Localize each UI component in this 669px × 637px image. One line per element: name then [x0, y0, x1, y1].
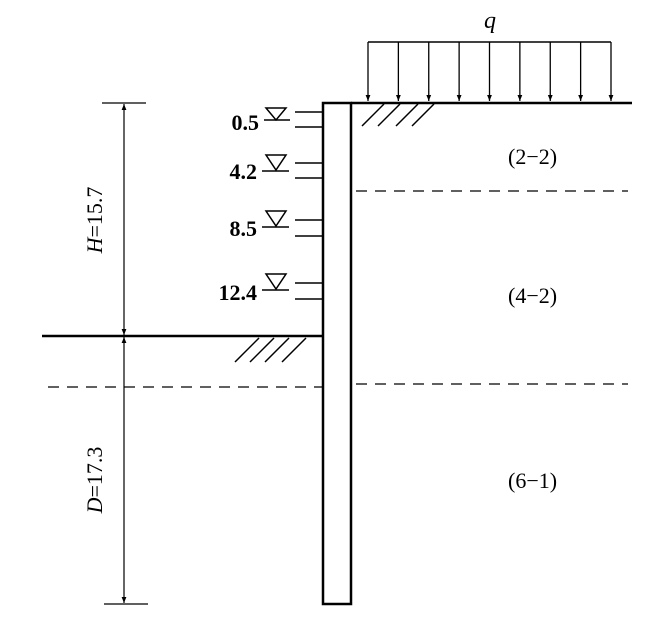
svg-text:12.4: 12.4 [219, 280, 258, 305]
retaining-wall [321, 101, 353, 606]
strut-level-1: 4.2 [230, 154, 323, 184]
soil-layer-label: (2−2) [508, 144, 557, 169]
water-level-triangle-icon [264, 107, 288, 122]
dim-label-H: H=15.7 [82, 187, 107, 255]
strut-level-0: 0.5 [232, 107, 323, 135]
water-level-triangle-icon [264, 210, 288, 228]
load-arrows [365, 42, 614, 101]
ground-hatch-top [361, 103, 435, 127]
water-level-triangle-icon [264, 273, 288, 291]
water-level-triangle-icon [264, 154, 288, 172]
dim-label-D: D=17.3 [82, 447, 107, 515]
svg-text:0.5: 0.5 [232, 110, 260, 135]
svg-text:4.2: 4.2 [230, 159, 258, 184]
svg-text:8.5: 8.5 [230, 216, 258, 241]
soil-layer-label: (4−2) [508, 283, 557, 308]
strut-level-2: 8.5 [230, 210, 323, 241]
ground-hatch-excavation [234, 337, 307, 363]
load-label: q [484, 8, 496, 34]
soil-layer-label: (6−1) [508, 468, 557, 493]
strut-level-3: 12.4 [219, 273, 323, 305]
